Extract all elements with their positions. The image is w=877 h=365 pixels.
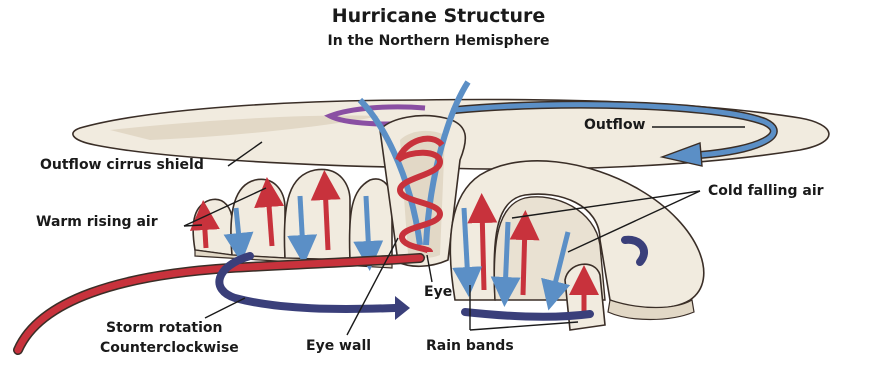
label-cold-falling-air: Cold falling air	[708, 183, 824, 199]
diagram-title: Hurricane Structure	[0, 5, 877, 27]
label-rain-bands: Rain bands	[426, 338, 514, 354]
rotation-arrow-right	[465, 312, 590, 317]
left-rain-bands	[193, 169, 392, 268]
right-rain-bands	[450, 161, 703, 330]
label-eye-wall: Eye wall	[306, 338, 371, 354]
label-outflow: Outflow	[584, 117, 646, 133]
label-eye: Eye	[424, 284, 452, 300]
label-storm-rotation: Storm rotation	[106, 320, 223, 336]
label-counterclockwise: Counterclockwise	[100, 340, 239, 356]
label-warm-rising-air: Warm rising air	[36, 214, 158, 230]
label-outflow-cirrus-shield: Outflow cirrus shield	[40, 157, 204, 173]
diagram-subtitle: In the Northern Hemisphere	[0, 33, 877, 49]
